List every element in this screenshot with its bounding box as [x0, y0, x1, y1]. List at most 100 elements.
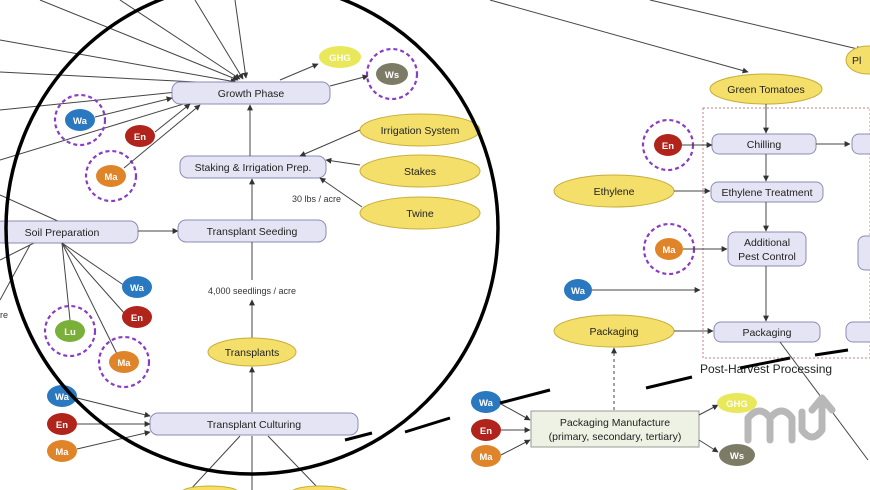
waste-highlight-ring — [365, 47, 419, 101]
energy-resource-chilling[interactable]: En — [654, 134, 682, 156]
stakes-node[interactable]: Stakes — [359, 154, 481, 188]
partial-bottom-input-1 — [182, 485, 238, 490]
transplants-node[interactable]: Transplants — [207, 337, 297, 367]
packaging-manufacture-node[interactable]: Packaging Manufacture (primary, secondar… — [530, 410, 700, 448]
partial-input-label: Pl — [852, 55, 861, 67]
growth-phase-node[interactable]: Growth Phase — [171, 81, 331, 105]
zoom-dash-0 — [344, 431, 373, 442]
stakes-label: Stakes — [404, 166, 436, 178]
ghg-label: GHG — [726, 399, 748, 410]
waste-label: Ws — [385, 70, 399, 81]
growth-phase-label: Growth Phase — [218, 88, 285, 100]
energy-label: En — [662, 141, 674, 152]
irrigation-system-label: Irrigation System — [381, 125, 460, 137]
materials-label: Ma — [104, 172, 118, 183]
post-harvest-label: Post-Harvest Processing — [700, 362, 832, 376]
water-resource-manufacture[interactable]: Wa — [471, 391, 501, 413]
ethylene-treatment-node[interactable]: Ethylene Treatment — [710, 181, 824, 203]
packaging-input-node[interactable]: Packaging — [553, 314, 675, 348]
edge-to-top-right — [649, 0, 863, 52]
edge-left-soil-3 — [0, 244, 31, 301]
energy-resource-soil[interactable]: En — [122, 306, 152, 328]
soil-input-edges — [61, 242, 126, 357]
water-label: Wa — [73, 116, 88, 127]
waste-label: Ws — [730, 451, 744, 462]
landuse-label: Lu — [64, 327, 76, 338]
staking-label: Staking & Irrigation Prep. — [195, 162, 312, 174]
transplant-culturing-node[interactable]: Transplant Culturing — [149, 412, 359, 436]
ethylene-label: Ethylene — [594, 186, 635, 198]
edge-left-soil-1 — [0, 194, 61, 223]
mu-logo — [744, 394, 836, 444]
partial-input-node[interactable]: Pl — [845, 45, 870, 75]
materials-resource-culturing[interactable]: Ma — [47, 440, 77, 462]
chilling-label: Chilling — [747, 139, 782, 151]
materials-label: Ma — [479, 452, 493, 463]
green-tomatoes-label: Green Tomatoes — [727, 84, 804, 96]
edge-manufacture-waste — [698, 439, 719, 453]
partial-right-node-2[interactable] — [857, 235, 870, 271]
materials-resource-pest[interactable]: Ma — [655, 238, 683, 260]
edge-manufacture-ghg — [698, 404, 719, 416]
twine-label: Twine — [406, 208, 434, 220]
packaging-process-label: Packaging — [742, 327, 791, 339]
edge-ma-culturing — [76, 430, 151, 450]
packaging-process-node[interactable]: Packaging — [713, 321, 821, 343]
water-label: Wa — [479, 398, 494, 409]
materials-resource-manufacture[interactable]: Ma — [471, 445, 501, 467]
chilling-node[interactable]: Chilling — [711, 133, 817, 155]
energy-resource-manufacture[interactable]: En — [471, 419, 501, 441]
transplant-seeding-node[interactable]: Transplant Seeding — [177, 219, 327, 243]
edge-irrigation-staking — [299, 129, 361, 157]
materials-label: Ma — [662, 245, 676, 256]
water-resource-growth[interactable]: Wa — [65, 109, 95, 131]
ghg-label: GHG — [329, 53, 351, 64]
zoom-dash-5 — [814, 348, 849, 357]
water-resource-soil[interactable]: Wa — [122, 276, 152, 298]
partial-right-node-3[interactable] — [845, 321, 870, 343]
edge-wa-growth — [94, 96, 173, 118]
partial-right-node-1[interactable] — [851, 133, 870, 155]
twine-node[interactable]: Twine — [359, 196, 481, 230]
ghg-resource-growth[interactable]: GHG — [319, 46, 361, 68]
transplant-seeding-label: Transplant Seeding — [207, 226, 298, 238]
pest-control-label-1: Additional — [744, 237, 790, 249]
green-tomatoes-node[interactable]: Green Tomatoes — [709, 73, 823, 105]
materials-resource-soil[interactable]: Ma — [109, 351, 139, 373]
zoom-dash-3 — [645, 375, 693, 390]
materials-highlight-ring-soil — [97, 335, 151, 389]
manufacture-label-2: (primary, secondary, tertiary) — [549, 431, 682, 443]
manufacture-label-1: Packaging Manufacture — [560, 417, 670, 429]
partial-bottom-input-2 — [292, 485, 348, 490]
energy-label: En — [134, 132, 146, 143]
water-label: Wa — [571, 286, 586, 297]
ghg-resource-manufacture[interactable]: GHG — [717, 393, 757, 413]
staking-node[interactable]: Staking & Irrigation Prep. — [179, 155, 327, 179]
energy-label: En — [131, 313, 143, 324]
waste-resource-manufacture[interactable]: Ws — [719, 444, 755, 466]
culturing-incoming-edges — [189, 435, 321, 490]
water-resource-right[interactable]: Wa — [564, 279, 592, 301]
cutoff-text: re — [0, 310, 8, 320]
materials-resource-growth[interactable]: Ma — [96, 165, 126, 187]
landuse-resource-soil[interactable]: Lu — [55, 320, 85, 342]
ethylene-node[interactable]: Ethylene — [553, 174, 675, 208]
packaging-input-label: Packaging — [589, 326, 638, 338]
growth-phase-incoming-edges — [0, 0, 249, 161]
water-label: Wa — [130, 283, 145, 294]
zoom-dash-2 — [499, 388, 551, 405]
edge-en-growth — [154, 103, 191, 133]
zoom-dash-4 — [739, 356, 791, 370]
soil-preparation-label: Soil Preparation — [25, 227, 100, 239]
materials-highlight-ring-growth — [84, 149, 138, 203]
soil-preparation-node[interactable]: Soil Preparation — [0, 220, 139, 244]
zoom-dash-1 — [404, 416, 451, 434]
edge-to-green-tomatoes — [489, 0, 749, 74]
waste-resource-growth[interactable]: Ws — [376, 63, 408, 85]
energy-resource-culturing[interactable]: En — [47, 413, 77, 435]
irrigation-system-node[interactable]: Irrigation System — [359, 113, 481, 147]
energy-resource-growth[interactable]: En — [125, 125, 155, 147]
additional-pest-control-node[interactable]: Additional Pest Control — [727, 231, 807, 267]
energy-label: En — [56, 420, 68, 431]
